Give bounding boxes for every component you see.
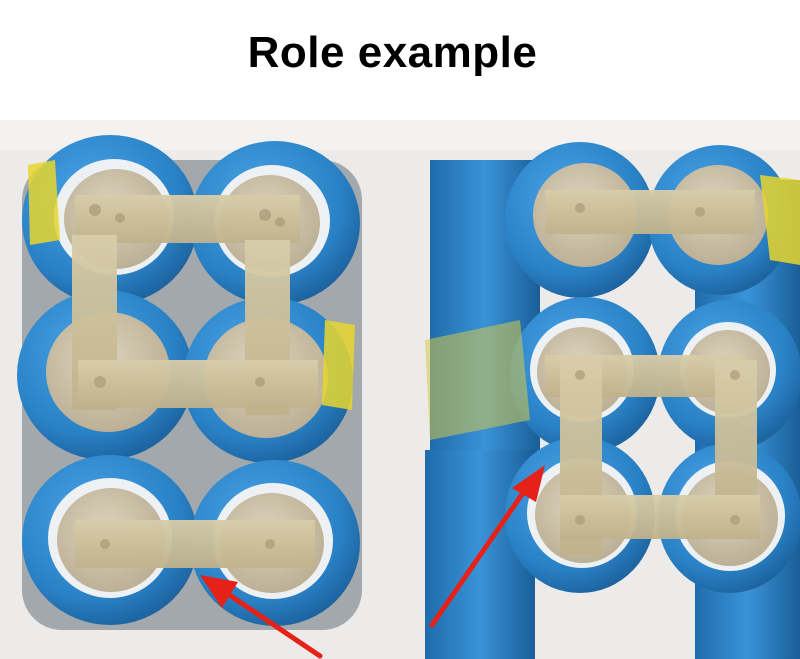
- left-battery-pack: [17, 135, 362, 630]
- insulation-tape: [760, 175, 800, 265]
- nickel-strip: [545, 190, 760, 555]
- photo-illustration: [0, 120, 800, 659]
- battery-pack-photo: [0, 120, 800, 659]
- nickel-strip: [72, 195, 318, 568]
- left-pack-bottom-strip: [75, 520, 315, 568]
- page-title: Role example: [247, 28, 538, 77]
- insulation-tape: [322, 320, 355, 410]
- red-arrow-icon: [429, 465, 545, 628]
- insulation-tape: [28, 160, 60, 245]
- insulation-tape: [425, 320, 530, 440]
- right-battery-pack: [425, 142, 800, 659]
- red-arrow-icon: [200, 575, 323, 659]
